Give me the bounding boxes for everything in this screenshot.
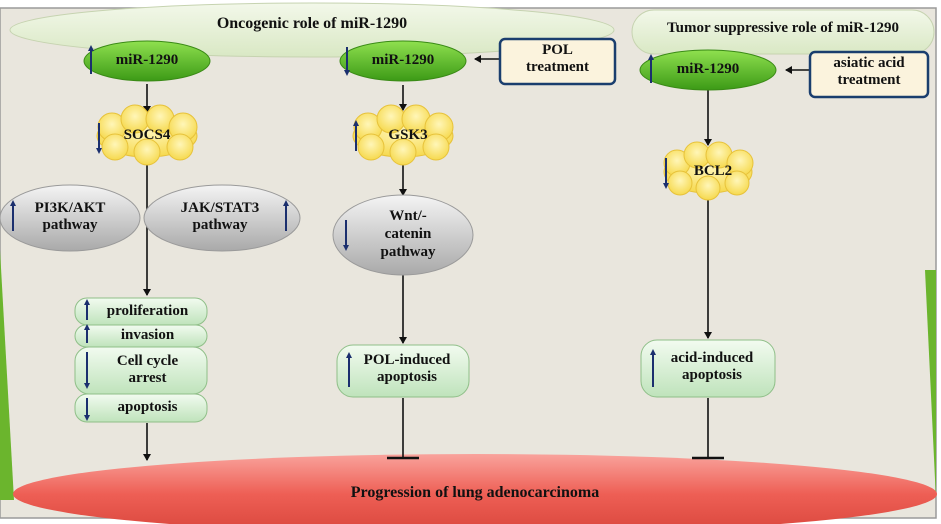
wnt-line3: pathway — [380, 244, 436, 260]
pol-apoptosis-label: POL-induced apoptosis — [347, 352, 467, 387]
left-edge-decoration — [0, 250, 14, 500]
asiatic-treatment-box — [808, 50, 930, 99]
jak-stat3-ellipse — [143, 184, 301, 252]
cell-cycle-line2: arrest — [128, 370, 167, 387]
acid-apoptosis-line1: acid-induced — [670, 350, 754, 366]
mir1290-oncogenic-middle — [339, 40, 467, 82]
pol-apoptosis-box — [336, 344, 470, 398]
bcl2-label: BCL2 — [693, 163, 733, 179]
cell-cycle-label: Cell cycle arrest — [90, 353, 205, 388]
wnt-catenin-ellipse — [332, 194, 474, 276]
gsk3-label: GSK3 — [388, 127, 428, 143]
cell-cycle-line1: Cell cycle — [116, 353, 179, 369]
apoptosis-box — [74, 393, 208, 423]
jak-stat3-label: JAK/STAT3 pathway — [165, 200, 275, 235]
mir1290-right-label: miR-1290 — [676, 61, 740, 77]
progression-label: Progression of lung adenocarcinoma — [350, 484, 600, 501]
asiatic-treatment-line1: asiatic acid — [833, 55, 905, 71]
pol-apoptosis-line1: POL-induced — [363, 352, 451, 368]
pol-treatment-box — [498, 37, 617, 86]
right-edge-decoration — [925, 270, 936, 500]
pol-treatment-label: POL treatment — [500, 42, 615, 77]
diagram-panel — [0, 7, 937, 519]
suppressive-title: Tumor suppressive role of miR-1290 — [667, 20, 899, 36]
pol-treatment-line1: POL — [542, 42, 573, 58]
suppressive-title-bubble — [631, 9, 935, 55]
asiatic-treatment-label: asiatic acid treatment — [810, 55, 928, 90]
regulation-arrows — [10, 45, 669, 421]
asiatic-treatment-line2: treatment — [837, 72, 901, 89]
acid-apoptosis-box — [640, 339, 776, 398]
pi3k-line2: pathway — [42, 217, 98, 234]
pi3k-akt-label: PI3K/AKT pathway — [15, 200, 125, 235]
wnt-line2: catenin — [384, 226, 432, 242]
pol-apoptosis-line2: apoptosis — [376, 369, 438, 386]
mir1290-left-label: miR-1290 — [115, 52, 179, 68]
acid-apoptosis-line2: apoptosis — [681, 367, 743, 384]
pi3k-line1: PI3K/AKT — [34, 200, 106, 216]
wnt-catenin-label: Wnt/- catenin pathway — [358, 207, 458, 261]
proliferation-label: proliferation — [106, 303, 189, 319]
mir1290-oncogenic-left — [83, 40, 211, 82]
acid-apoptosis-label: acid-induced apoptosis — [652, 350, 772, 385]
gsk3-cloud — [352, 104, 454, 166]
socs4-label: SOCS4 — [123, 127, 171, 143]
jak-line2: pathway — [192, 217, 248, 234]
mir1290-middle-label: miR-1290 — [371, 52, 435, 68]
pol-treatment-line2: treatment — [525, 59, 590, 76]
mir1290-suppressive — [639, 49, 777, 91]
wnt-line1: Wnt/- — [389, 208, 427, 224]
jak-line1: JAK/STAT3 — [180, 200, 260, 216]
pi3k-akt-ellipse — [0, 184, 141, 252]
socs4-cloud — [96, 104, 198, 166]
oncogenic-title: Oncogenic role of miR-1290 — [216, 15, 408, 32]
progression-ellipse — [13, 454, 937, 524]
bcl2-cloud — [663, 141, 754, 201]
apoptosis-label: apoptosis — [117, 399, 178, 415]
invasion-label: invasion — [120, 327, 175, 343]
